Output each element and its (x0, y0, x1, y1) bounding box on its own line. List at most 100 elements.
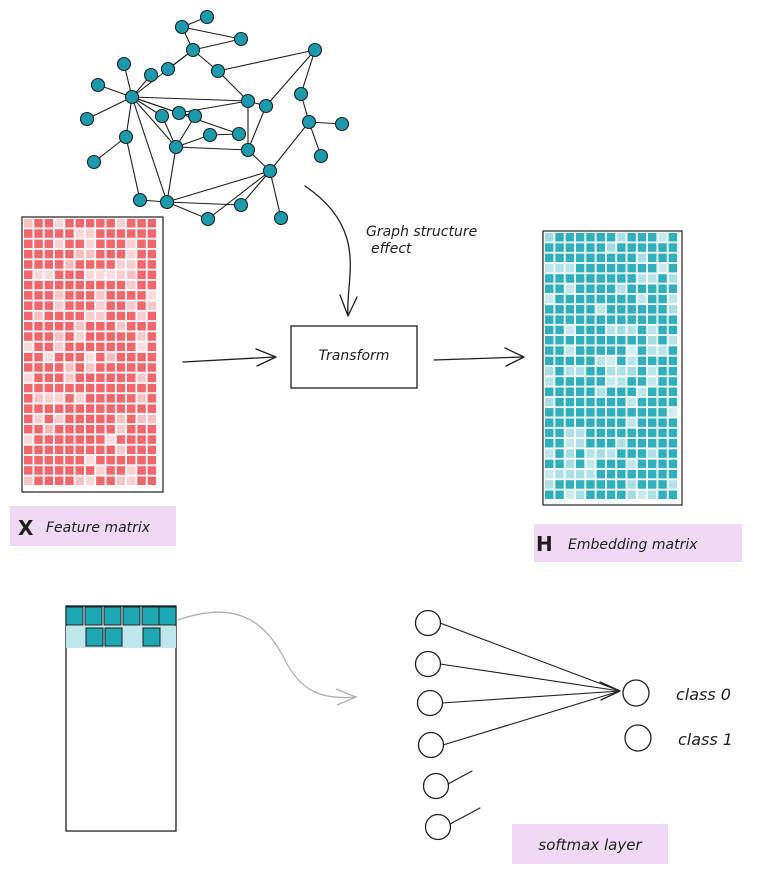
row-cell (103, 606, 122, 626)
matrix-cell (116, 404, 126, 413)
matrix-cell (127, 239, 136, 249)
matrix-cell (85, 260, 95, 269)
graph-node (124, 89, 140, 105)
matrix-cell (75, 455, 84, 465)
matrix-cell (565, 480, 575, 489)
row-cell (142, 627, 161, 647)
matrix-cell (116, 466, 126, 475)
matrix-cell (617, 315, 626, 324)
matrix-cell (658, 263, 667, 273)
matrix-cell (545, 263, 554, 273)
matrix-cell (44, 280, 54, 290)
matrix-cell (565, 294, 575, 304)
matrix-cell (137, 363, 146, 372)
graph-edge (131, 49, 194, 98)
matrix-cell (637, 294, 647, 304)
matrix-cell (596, 418, 605, 427)
matrix-cell (127, 394, 136, 403)
matrix-cell (116, 445, 126, 455)
matrix-cell (545, 449, 554, 458)
graph-edge (166, 170, 271, 203)
matrix-cell (116, 414, 126, 424)
matrix-cell (565, 243, 575, 252)
matrix-cell (575, 459, 585, 469)
matrix-cell (147, 373, 157, 382)
matrix-cell (137, 301, 146, 310)
matrix-cell (116, 229, 126, 238)
matrix-cell (44, 455, 54, 465)
matrix-cell (65, 301, 74, 310)
matrix-cell (617, 263, 626, 273)
matrix-cell (668, 418, 678, 427)
matrix-cell (54, 466, 64, 475)
matrix-cell (65, 229, 74, 238)
matrix-cell (106, 332, 115, 341)
matrix-cell (658, 408, 667, 417)
matrix-cell (106, 342, 115, 352)
matrix-cell (137, 219, 146, 228)
matrix-cell (106, 363, 115, 372)
matrix-cell (586, 243, 595, 252)
matrix-cell (54, 352, 64, 362)
matrix-cell (637, 305, 647, 314)
matrix-cell (106, 466, 115, 475)
matrix-cell (106, 425, 115, 434)
matrix-cell (627, 253, 636, 263)
matrix-cell (147, 404, 157, 413)
matrix-cell (34, 363, 43, 372)
matrix-cell (637, 284, 647, 293)
matrix-cell (637, 490, 647, 499)
matrix-cell (545, 253, 554, 263)
row-cell (122, 606, 141, 626)
matrix-cell (606, 449, 616, 458)
matrix-cell (75, 352, 84, 362)
matrix-cell (596, 428, 605, 438)
graph-node (240, 93, 256, 109)
matrix-cell (617, 325, 626, 335)
matrix-cell (54, 280, 64, 290)
matrix-cell (116, 301, 126, 310)
matrix-cell (85, 363, 95, 372)
matrix-cell (34, 435, 43, 444)
matrix-cell (668, 284, 678, 293)
matrix-cell (658, 356, 667, 366)
graph-node (262, 163, 278, 179)
matrix-cell (85, 466, 95, 475)
matrix-cell (617, 377, 626, 386)
matrix-cell (106, 476, 115, 485)
matrix-cell (658, 325, 667, 335)
matrix-cell (658, 346, 667, 355)
matrix-cell (75, 425, 84, 434)
matrix-cell (606, 356, 616, 366)
matrix-cell (96, 404, 105, 413)
matrix-cell (606, 325, 616, 335)
matrix-cell (44, 270, 54, 279)
matrix-cell (34, 466, 43, 475)
matrix-cell (575, 387, 585, 396)
matrix-frame (21, 216, 164, 493)
matrix-cell (54, 219, 64, 228)
matrix-cell (637, 233, 647, 242)
matrix-cell (106, 455, 115, 465)
matrix-cell (54, 239, 64, 249)
matrix-cell (606, 263, 616, 273)
matrix-cell (555, 253, 564, 263)
matrix-cell (96, 383, 105, 393)
matrix-cell (54, 270, 64, 279)
matrix-cell (127, 229, 136, 238)
graph-node (240, 142, 256, 158)
matrix-cell (617, 356, 626, 366)
matrix-cell (24, 455, 33, 465)
graph-node (187, 108, 203, 124)
matrix-cell (545, 315, 554, 324)
matrix-cell (44, 229, 54, 238)
matrix-cell (575, 397, 585, 407)
graph-node (210, 63, 226, 79)
matrix-cell (596, 336, 605, 345)
matrix-cell (668, 490, 678, 499)
matrix-cell (586, 263, 595, 273)
matrix-cell (44, 342, 54, 352)
row-cell (65, 606, 84, 626)
matrix-cell (586, 284, 595, 293)
matrix-cell (637, 325, 647, 335)
